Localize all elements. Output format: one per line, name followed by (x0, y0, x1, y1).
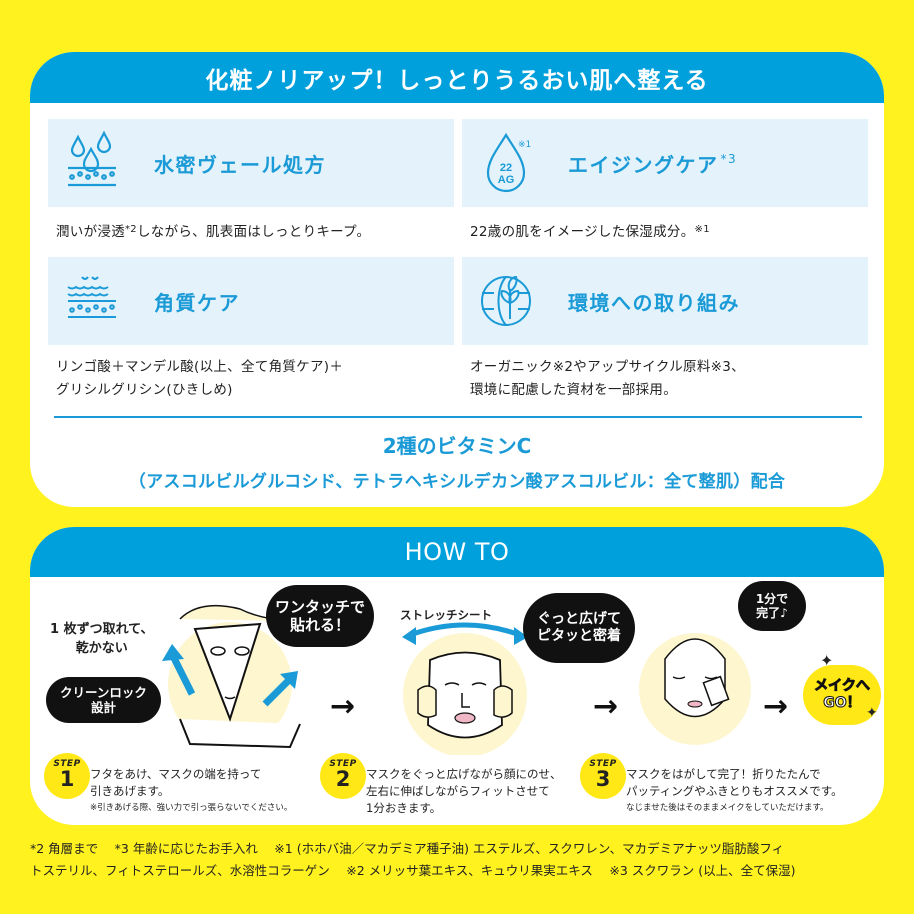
one-minute-bubble: 1分で完了♪ (738, 581, 806, 631)
one-touch-bubble: ワンタッチで貼れる！ (266, 585, 374, 647)
svg-text:22: 22 (500, 162, 512, 174)
how-to-body: 1 枚ずつ取れて、 乾かない クリーンロック設計 ワンタッチで貼れる！ → スト… (30, 577, 884, 825)
footnotes: *2 角層まで *3 年齢に応じたお手入れ ※1 (ホホバ油／マカデミア種子油)… (30, 841, 796, 878)
sparkle-icon: ✦ (866, 705, 878, 721)
vitamin-c-subtitle: （アスコルビルグルコシド、テトラヘキシルデカン酸アスコルビル：全て整肌）配合 (128, 472, 786, 492)
spread-bubble: ぐっと広げてピタッと密着 (523, 593, 635, 663)
step-text: マスクをはがして完了！折りたたんで パッティングやふきとりもオススメです。 なじ… (626, 767, 843, 813)
svg-text:※1: ※1 (518, 140, 531, 150)
water-drops-icon (68, 131, 116, 187)
feature-aging-care: 22 AG ※1 エイジングケア*3 22歳の肌をイメージした保湿成分。※1 (462, 119, 868, 244)
step-badge: STEP 1 (44, 753, 90, 799)
arrow-icon: → (593, 689, 619, 724)
feature-title: 水密ヴェール処方 (154, 152, 326, 177)
how-to-header: HOW TO (30, 527, 884, 577)
feature-title: 環境への取り組み (568, 290, 740, 315)
how-to-panel: HOW TO 1 枚ずつ取れて、 乾かない クリーンロック設計 ワンタッチで貼れ… (30, 527, 884, 825)
feature-box: 環境への取り組み (462, 257, 868, 345)
mask-pulling-illustration (162, 604, 301, 749)
feature-box: 水密ヴェール処方 (48, 119, 454, 207)
clean-lock-bubble: クリーンロック設計 (46, 677, 161, 723)
feature-desc: 22歳の肌をイメージした保湿成分。※1 (470, 224, 710, 240)
feature-desc: 潤いが浸透*2しながら、肌表面はしっとりキープ。 (56, 224, 371, 240)
feature-title: エイジングケア*3 (568, 151, 738, 177)
globe-leaf-icon (481, 275, 531, 326)
section-divider (54, 416, 862, 418)
feature-title: 角質ケア (154, 290, 240, 315)
step-text: マスクをぐっと広げながら顔にのせ、 左右に伸ばしながらフィットさせて 1分おきま… (366, 767, 562, 815)
mask-stretch-illustration (402, 622, 528, 755)
mask-removal-illustration (639, 633, 751, 745)
one-by-one-label: 1 枚ずつ取れて、 乾かない (50, 622, 154, 656)
feature-desc: リンゴ酸＋マンデル酸(以上、全て角質ケア)＋ グリシルグリシン(ひきしめ) (56, 359, 344, 398)
feature-keratin-care: 角質ケア リンゴ酸＋マンデル酸(以上、全て角質ケア)＋ グリシルグリシン(ひきし… (48, 257, 454, 402)
features-header: 化粧ノリアップ！しっとりうるおい肌へ整える (30, 52, 884, 103)
skin-layers-icon (67, 276, 116, 318)
22ag-drop-icon: 22 AG ※1 (486, 132, 531, 193)
step-badge: STEP 3 (580, 753, 626, 799)
feature-box: 22 AG ※1 エイジングケア*3 (462, 119, 868, 207)
arrow-icon: → (330, 689, 356, 724)
feature-water-veil: 水密ヴェール処方 潤いが浸透*2しながら、肌表面はしっとりキープ。 (48, 119, 454, 244)
feature-desc: オーガニック※2やアップサイクル原料※3、 環境に配慮した資材を一部採用。 (470, 359, 745, 398)
step-badge: STEP 2 (320, 753, 366, 799)
sparkle-icon: ✦ (820, 651, 834, 670)
vitamin-c-title: 2種のビタミンC (382, 434, 532, 458)
feature-box: 角質ケア (48, 257, 454, 345)
features-panel: 化粧ノリアップ！しっとりうるおい肌へ整える 水密ヴェール処方 潤いが浸透*2しな… (30, 52, 884, 507)
feature-environment: 環境への取り組み オーガニック※2やアップサイクル原料※3、 環境に配慮した資材… (462, 257, 868, 402)
stretch-sheet-label: ストレッチシート (400, 608, 492, 622)
svg-text:AG: AG (498, 174, 515, 186)
arrow-icon: → (763, 689, 789, 724)
step-text: フタをあけ、マスクの端を持って 引きあげます。 ※引きあげる際、強い力で引っ張ら… (90, 767, 293, 813)
